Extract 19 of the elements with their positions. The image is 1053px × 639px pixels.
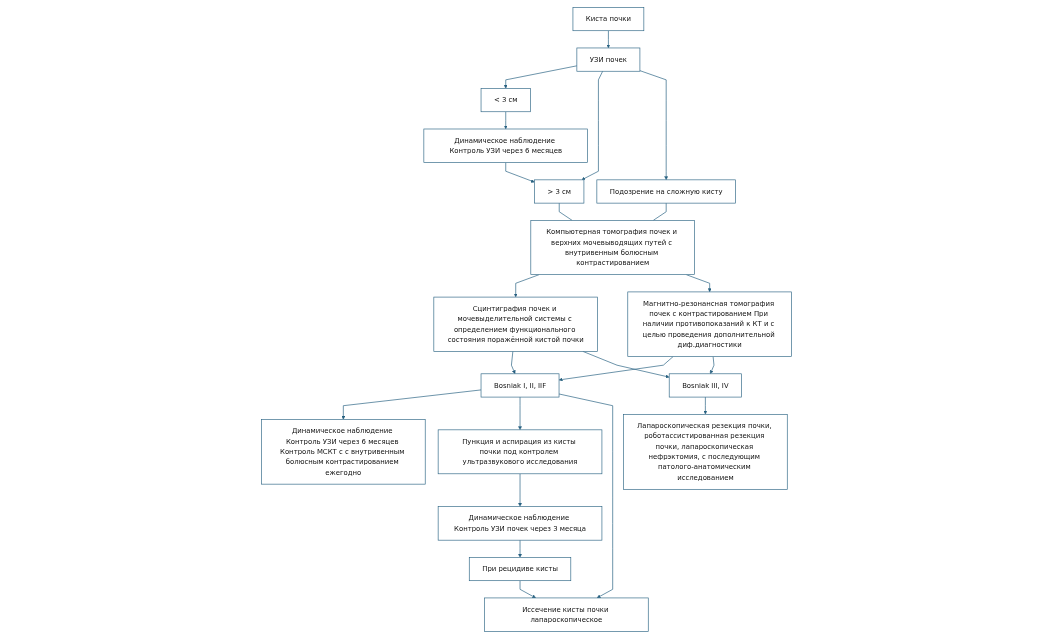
node-box (530, 220, 695, 275)
node-box (572, 7, 645, 32)
node-box (437, 506, 603, 541)
node-box (468, 557, 572, 581)
node-box (433, 296, 598, 352)
node-box (668, 373, 742, 398)
connector (558, 202, 573, 221)
node-box (480, 88, 531, 113)
node-box (480, 373, 560, 398)
connector (652, 202, 667, 221)
node-box (627, 291, 792, 357)
node-box (534, 179, 585, 204)
node-box (596, 179, 736, 204)
node-box (423, 128, 588, 163)
node-box (623, 414, 788, 490)
node-box (576, 47, 641, 72)
node-box (261, 419, 426, 485)
node-box (484, 597, 649, 632)
node-box (437, 429, 603, 475)
